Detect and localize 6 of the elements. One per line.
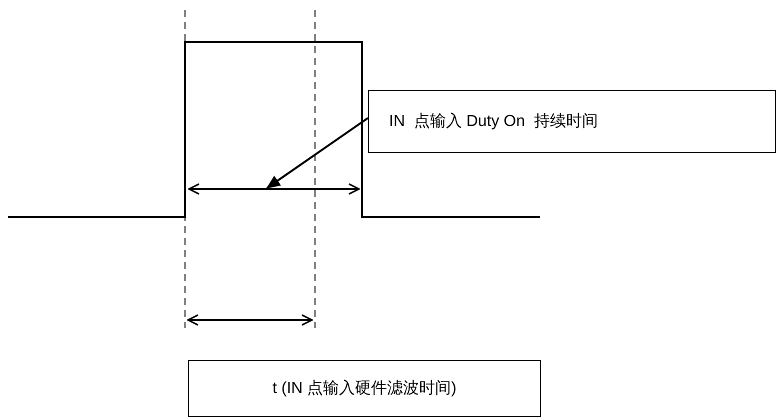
box-label: IN 点输入 Duty On 持续时间: [389, 112, 598, 132]
box-label: t (IN 点输入硬件滤波时间): [272, 378, 456, 399]
text-box: [368, 90, 776, 153]
text-box: [188, 360, 541, 417]
leader-line: [266, 117, 369, 189]
dimension-line: [188, 183, 360, 195]
